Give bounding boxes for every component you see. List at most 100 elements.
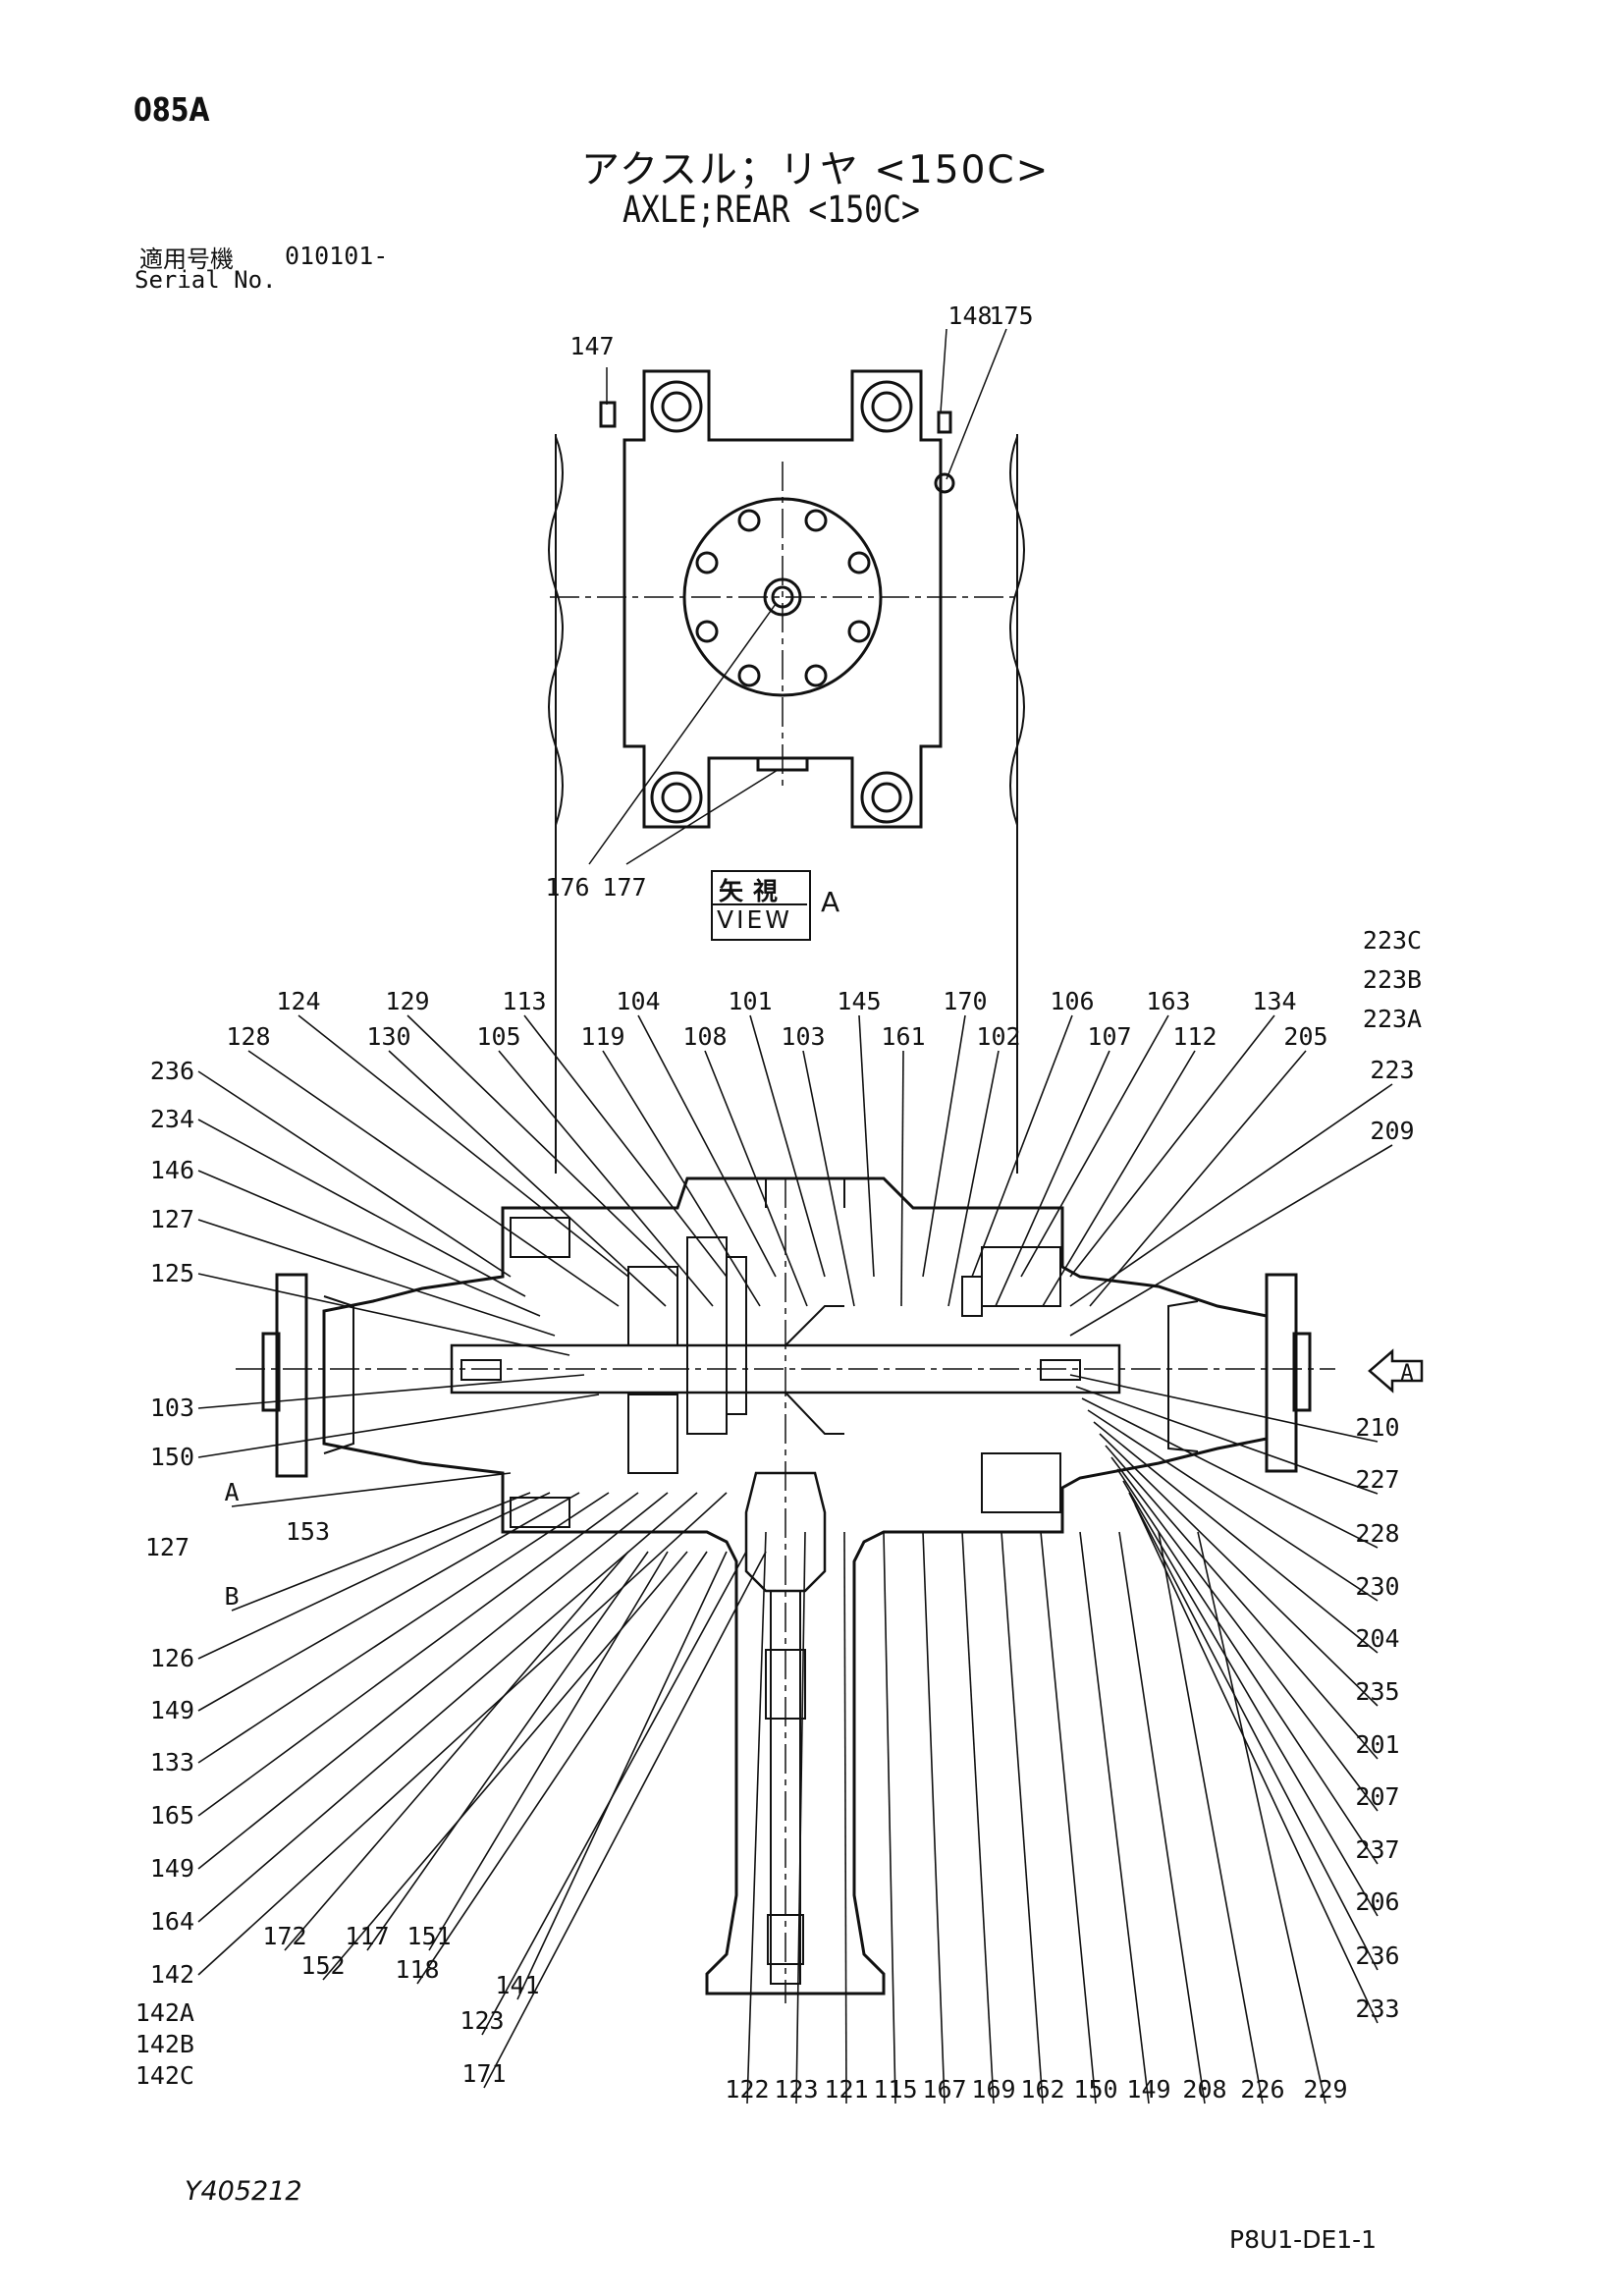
callout-label-leader: [322, 1551, 688, 1981]
callout-label-leader: [498, 1050, 714, 1307]
callout-label-leader: [1158, 1531, 1264, 2105]
view-a-box: 矢視 VIEW A: [711, 870, 866, 941]
callout-label: 101: [728, 987, 772, 1015]
callout-label: 104: [616, 987, 660, 1015]
callout-label: 142A: [135, 1998, 194, 2027]
callout-label: 226: [1240, 2075, 1284, 2104]
callout-label: 102: [976, 1022, 1020, 1051]
callout-label: 223A: [1363, 1005, 1422, 1033]
callout-label: 161: [881, 1022, 925, 1051]
callout-label: 208: [1182, 2075, 1226, 2104]
callout-label: 153: [286, 1517, 330, 1546]
callout-label: 118: [395, 1955, 439, 1984]
callout-label: 163: [1146, 987, 1190, 1015]
callout-label: 227: [1355, 1465, 1399, 1494]
callout-label-leader: [1093, 1421, 1379, 1654]
callout-label: 169: [971, 2075, 1015, 2104]
callout-top-view: 147: [569, 332, 614, 360]
callout-label: 123: [774, 2075, 818, 2104]
callout-label: 230: [1355, 1572, 1399, 1601]
callout-label: 236: [150, 1057, 194, 1085]
view-box-divider: [711, 903, 807, 905]
callout-label-leader: [1110, 1456, 1379, 1812]
callout-label-leader: [1116, 1468, 1379, 1865]
callout-label: 236: [1355, 1941, 1399, 1970]
callout-label: 125: [150, 1259, 194, 1287]
callout-label-leader: [1197, 1531, 1326, 2105]
callout-leader-lines: [197, 1014, 1393, 2105]
callout-label-leader: [843, 1531, 847, 2105]
callout-label-leader: [197, 1170, 541, 1317]
callout-label: 128: [226, 1022, 270, 1051]
callout-label: 106: [1050, 987, 1094, 1015]
title-english: AXLE;REAR <150C>: [622, 189, 920, 231]
bracket-label-a: A: [224, 1478, 239, 1506]
callout-label: 103: [150, 1394, 194, 1422]
callout-label: 108: [682, 1022, 727, 1051]
callout-label-leader: [197, 1492, 639, 1817]
callout-label-leader: [802, 1050, 855, 1307]
callout-label-leader: [900, 1050, 904, 1307]
callout-label: 142B: [135, 2030, 194, 2058]
callout-label: 171: [461, 2059, 506, 2088]
callout-label: 234: [150, 1105, 194, 1133]
callout-label: 113: [502, 987, 546, 1015]
callout-label-leader: [961, 1531, 995, 2105]
view-box-frame: [711, 870, 811, 941]
bracket-label-b: B: [224, 1582, 239, 1611]
top-view-housing: [548, 328, 1025, 1174]
callout-label: 126: [150, 1644, 194, 1672]
callout-label: 223: [1370, 1056, 1414, 1084]
callout-label-leader: [406, 1014, 678, 1278]
callout-label-leader: [1099, 1433, 1379, 1707]
callout-label: 146: [150, 1156, 194, 1184]
callout-label-leader: [971, 1014, 1073, 1278]
page-code: 085A: [134, 90, 210, 129]
callout-label-leader: [247, 1050, 620, 1307]
callout-label-leader: [1105, 1445, 1379, 1760]
callout-label-leader: [995, 1050, 1110, 1307]
callout-label: 130: [366, 1022, 410, 1051]
callout-label: 150: [1073, 2075, 1117, 2104]
callout-label: 237: [1355, 1835, 1399, 1864]
callout-label: 233: [1355, 1995, 1399, 2023]
callout-label-leader: [1089, 1050, 1307, 1307]
serial-label-english: Serial No.: [135, 266, 277, 294]
callout-label: 229: [1303, 2075, 1347, 2104]
view-letter: A: [821, 886, 840, 918]
callout-label: 127: [145, 1533, 189, 1561]
callout-label-leader: [704, 1050, 808, 1307]
callout-label-leader: [197, 1273, 570, 1356]
callout-label: 149: [150, 1854, 194, 1883]
callout-label-leader: [284, 1551, 629, 1951]
callout-label-leader: [1040, 1531, 1097, 2105]
callout-top-view: 175: [989, 301, 1033, 330]
callout-label-leader: [858, 1014, 875, 1278]
callout-label-leader: [1122, 1480, 1379, 1917]
callout-label: 134: [1252, 987, 1296, 1015]
callout-label-leader: [1020, 1014, 1169, 1278]
callout-label: 207: [1355, 1782, 1399, 1811]
callout-label-leader: [947, 1050, 1000, 1307]
callout-label: 142: [150, 1960, 194, 1989]
serial-label-japanese: 適用号機: [139, 246, 234, 273]
callout-label: 209: [1370, 1117, 1414, 1145]
callout-label: 167: [922, 2075, 966, 2104]
callout-label: 170: [943, 987, 987, 1015]
callout-label-leader: [883, 1531, 896, 2105]
callout-label: 150: [150, 1443, 194, 1471]
callout-label: 123: [460, 2006, 504, 2035]
callout-top-view: 148: [947, 301, 992, 330]
bracket-label-b-leader: [231, 1492, 531, 1612]
callout-label: 228: [1355, 1519, 1399, 1548]
callout-label: 103: [781, 1022, 825, 1051]
callout-label-leader: [1128, 1492, 1379, 1971]
callout-label-leader: [197, 1492, 580, 1712]
callout-label-leader: [749, 1014, 826, 1278]
callout-label-leader: [1134, 1503, 1379, 2024]
callout-label: 107: [1087, 1022, 1131, 1051]
callout-label-leader: [197, 1492, 610, 1764]
callout-label-leader: [416, 1551, 708, 1985]
